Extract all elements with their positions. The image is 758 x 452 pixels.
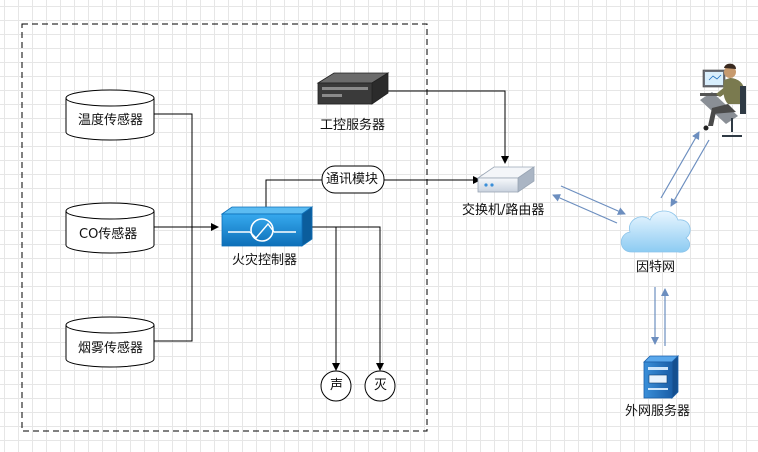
- internet-label: 因特网: [636, 260, 676, 275]
- fire-controller-icon: [220, 206, 314, 247]
- smoke-sensor: [65, 316, 155, 368]
- network-connectors: [265, 90, 509, 207]
- co-sensor-label: CO传感器: [79, 227, 138, 242]
- switch-router-label: 交换机/路由器: [462, 203, 545, 218]
- comm-module-label: 通讯模块: [326, 172, 379, 187]
- internet-cloud-icon: [620, 210, 691, 253]
- sound-output-link: [312, 226, 340, 371]
- fire-controller-label: 火灾控制器: [232, 253, 298, 268]
- smoke-sensor-label: 烟雾传感器: [78, 341, 144, 356]
- extinguish-node-label: 灭: [374, 378, 388, 393]
- internet-links: [552, 131, 710, 346]
- comm-module-box: [321, 165, 385, 194]
- smoke-sensor-link: [154, 227, 193, 342]
- extinguish-output-link: [312, 226, 384, 371]
- temp-sensor: [65, 89, 155, 141]
- temp-sensor-link: [154, 113, 193, 227]
- local-system-boundary: [21, 23, 428, 432]
- controller-output-connectors: [312, 226, 384, 371]
- server-switch-link: [388, 90, 509, 164]
- internet-to-user-arrow: [660, 131, 700, 199]
- industrial-server-icon: [316, 72, 390, 105]
- user-to-internet-arrow: [670, 139, 710, 207]
- external-server-label: 外网服务器: [625, 404, 691, 419]
- sound-node-circle: [320, 370, 352, 402]
- temp-sensor-label: 温度传感器: [78, 113, 144, 128]
- sensor-connectors: [154, 113, 219, 342]
- sound-node-label: 声: [330, 378, 344, 393]
- internet-to-switch-arrow: [552, 194, 618, 224]
- co-sensor: [65, 202, 155, 254]
- controller-comm-link: [265, 179, 322, 207]
- switch-router-icon: [476, 166, 536, 193]
- industrial-server-label: 工控服务器: [320, 118, 386, 133]
- switch-to-internet-arrow: [560, 185, 626, 215]
- user-workstation-icon: [700, 63, 746, 137]
- extinguish-node-circle: [364, 370, 396, 402]
- external-server-icon: [643, 355, 679, 399]
